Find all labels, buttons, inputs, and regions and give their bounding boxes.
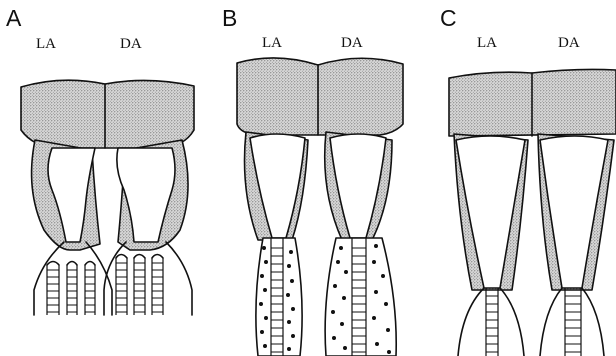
panel-b-cap [237,58,403,135]
panel-b-label-da: DA [341,35,363,51]
panel-c-da-ladder [565,288,581,356]
panel-a-la-skirt [34,242,112,315]
panel-b-letter: B [222,5,237,31]
panel-a-label-la: LA [36,36,56,52]
panel-a-label-da: DA [120,36,142,52]
panel-c-label-da: DA [558,35,580,51]
panel-b-label-la: LA [262,35,282,51]
panel-a-da-ladder [116,255,163,316]
panel-a-da-skirt [104,242,192,315]
panel-b: B LA DA [222,5,403,356]
panel-c: C LA DA [440,5,616,356]
panel-c-label-la: LA [477,35,497,51]
panel-a: A LA DA [6,5,194,315]
panel-a-la-ladder [47,262,95,316]
panel-a-letter: A [6,5,22,31]
panel-c-la-ladder [486,288,498,356]
panel-c-la-skirt [458,288,524,356]
panel-a-cap [21,80,194,148]
panel-c-da-skirt [540,288,604,356]
panel-c-letter: C [440,5,457,31]
